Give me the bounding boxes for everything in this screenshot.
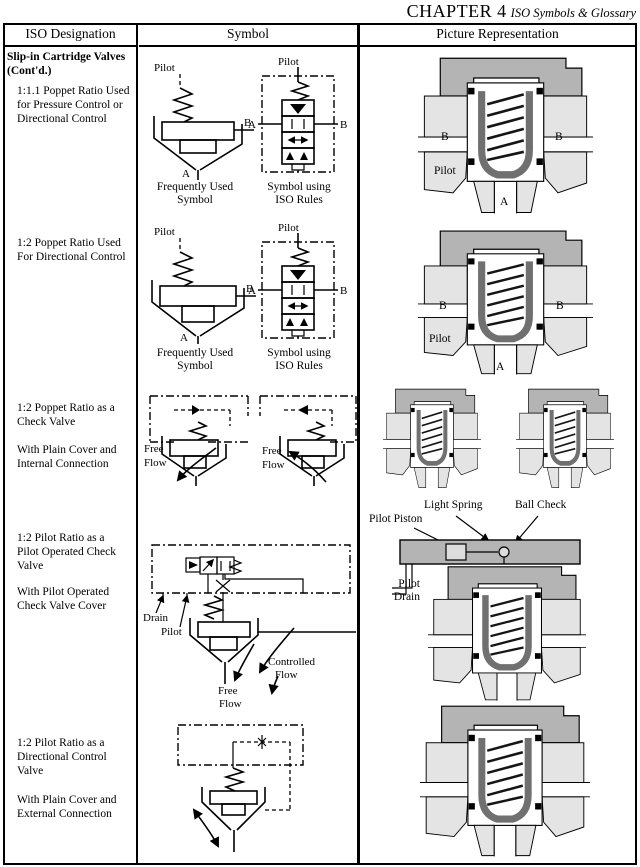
pilot-label-row1: Pilot: [434, 165, 456, 177]
pilot-label: Pilot: [278, 222, 299, 234]
port-b-right-label-row2: B: [556, 300, 564, 312]
controlled-flow-label: Flow: [275, 669, 298, 681]
column-divider-2: [357, 23, 360, 865]
group-title: Slip-in Cartridge Valves (Cont'd.): [7, 51, 126, 77]
picture-cartridge-row5: [420, 703, 590, 858]
controlled-flow-label: Controlled: [268, 656, 316, 668]
free-flow-label: Flow: [219, 698, 242, 710]
entry-3a: 1:2 Poppet Ratio as a Check Valve: [17, 402, 115, 428]
free-flow-label: Free: [262, 445, 282, 457]
caption-frequently-used-row1: Frequently Used Symbol: [156, 181, 234, 206]
symbol-check-valve-internal-left: Free Flow: [144, 395, 249, 486]
entry-4b: With Pilot Operated Check Valve Cover: [17, 586, 110, 612]
port-b-right-label-row1: B: [555, 131, 563, 143]
port-a-label: A: [248, 285, 256, 297]
caption-frequently-used-row2: Frequently Used Symbol: [156, 347, 234, 372]
entry-1: 1:1.1 Poppet Ratio Used for Pressure Con…: [17, 85, 130, 125]
light-spring-label: Light Spring: [424, 499, 483, 511]
port-b-left-label-row2: B: [439, 300, 447, 312]
port-a-label: A: [182, 168, 190, 180]
caption-iso-rules-row1: Symbol using ISO Rules: [267, 181, 331, 206]
port-a-label-row2: A: [496, 361, 505, 373]
caption-iso-rules-row2: Symbol using ISO Rules: [267, 347, 331, 372]
symbol-iso-rules-row1: Pilot A B: [248, 56, 347, 173]
column-divider-1: [136, 23, 138, 865]
symbol-check-valve-internal-right: Free Flow: [259, 395, 357, 486]
port-b-left-label-row1: B: [441, 131, 449, 143]
pilot-label: Pilot: [278, 56, 299, 68]
table-header-row: ISO Designation Symbol Picture Represent…: [3, 23, 637, 47]
ball-check-label: Ball Check: [515, 499, 567, 511]
entry-5a: 1:2 Pilot Ratio as a Directional Control…: [17, 737, 107, 777]
port-a-label: A: [248, 119, 256, 131]
entry-4a: 1:2 Pilot Ratio as a Pilot Operated Chec…: [17, 532, 117, 572]
page-header: CHAPTER 4 ISO Symbols & Glossary: [407, 1, 636, 22]
symbol-directional-control-valve: [177, 724, 304, 852]
free-flow-label: Free: [218, 685, 238, 697]
symbol-frequently-used-row2: Pilot B A: [151, 226, 256, 344]
picture-cartridge-row3-right: [516, 387, 614, 489]
entry-3b: With Plain Cover and Internal Connection: [17, 444, 117, 470]
table-border: [3, 23, 637, 865]
free-flow-label: Flow: [262, 459, 285, 471]
port-a-label: A: [180, 332, 188, 344]
header-symbol: Symbol: [139, 23, 357, 47]
port-b-label: B: [340, 119, 347, 131]
free-flow-label: Free: [144, 443, 164, 455]
port-b-label: B: [244, 117, 251, 129]
drain-label: Drain: [143, 612, 169, 624]
pilot-label-row2: Pilot: [429, 333, 451, 345]
free-flow-label: Flow: [144, 457, 167, 469]
port-b-label: B: [246, 283, 253, 295]
pilot-piston-label: Pilot Piston: [369, 513, 423, 525]
header-picture-representation: Picture Representation: [360, 23, 635, 47]
pilot-label: Pilot: [154, 226, 175, 238]
picture-pilot-mechanism-row4: [392, 515, 581, 595]
picture-cartridge-row4: [428, 564, 586, 702]
port-b-label: B: [340, 285, 347, 297]
symbol-pilot-operated-check-valve: Drain Pilot Controlled Flow Free Flow: [143, 544, 356, 710]
entry-2: 1:2 Poppet Ratio Used For Directional Co…: [17, 237, 126, 263]
symbol-iso-rules-row2: Pilot A B: [248, 222, 347, 339]
port-a-label-row1: A: [500, 196, 509, 208]
pilot-drain-label: Pilot Drain: [393, 578, 420, 603]
entry-5b: With Plain Cover and External Connection: [17, 794, 117, 820]
symbol-frequently-used-row1: Pilot B A: [153, 62, 254, 180]
pilot-label: Pilot: [154, 62, 175, 74]
header-iso-designation: ISO Designation: [5, 23, 136, 47]
chapter-subtitle: ISO Symbols & Glossary: [510, 6, 636, 20]
chapter-title: CHAPTER 4: [406, 1, 507, 21]
pilot-label: Pilot: [161, 626, 182, 638]
picture-cartridge-row3-left: [383, 387, 481, 489]
